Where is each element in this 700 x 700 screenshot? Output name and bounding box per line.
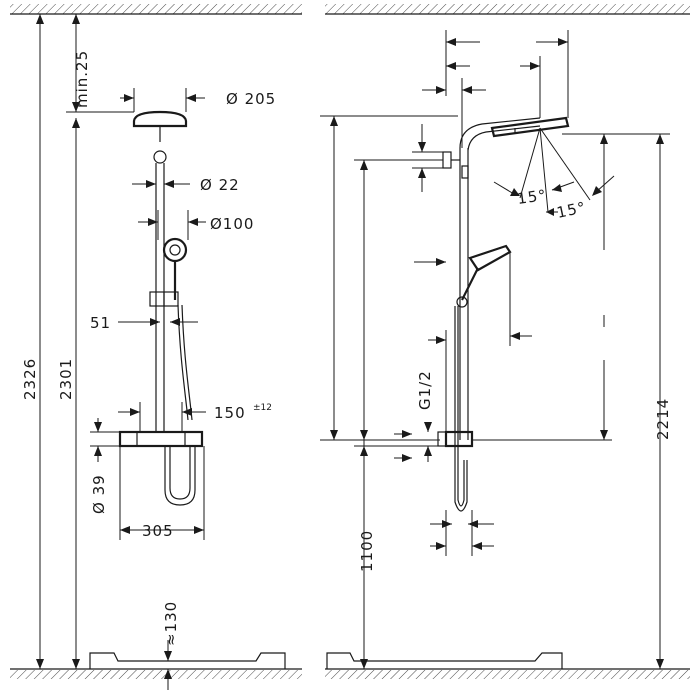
mixer-height-label: 1100 [358,530,376,572]
side-hose [457,306,465,507]
wall-bracket [442,151,452,169]
side-dimensions [320,30,670,669]
tray-gap-label: ≈130 [162,601,180,646]
pipe-diameter-label: Ø 22 [200,176,240,194]
side-overhead-head [490,116,570,138]
total-height-label: 2326 [21,358,39,400]
floor-right [325,668,690,679]
shower-tray-left [89,652,286,669]
shower-arm [459,117,541,149]
thread-label: G1/2 [416,370,434,410]
overhead-shower-head [132,110,188,128]
head-diameter-label: Ø 205 [226,90,276,108]
side-view [437,116,591,512]
tilt-angle-1-label: 15° [516,186,548,208]
handshower-diameter-label: Ø100 [210,215,254,233]
thermostat-mixer [118,430,204,448]
tilt-angle-2-label: 15° [555,198,588,222]
head-height-label: 2301 [57,358,75,400]
spacing-tolerance-label: ±12 [253,403,272,413]
floor-left [10,668,302,679]
spacing-label: 150 [214,404,246,422]
side-head-height-label: 2214 [654,398,672,440]
front-view [118,110,204,506]
hand-shower [162,237,188,263]
mixer-width-label: 305 [142,522,174,540]
side-hand-shower [468,244,512,272]
shower-tray-right [326,652,563,669]
swivel-joint [153,150,167,164]
holder-offset-label: 51 [90,314,111,332]
min-distance-label: min.25 [73,50,91,108]
front-dimensions [36,14,206,690]
ceiling-right [325,4,690,15]
connection-diameter-label: Ø 39 [90,474,108,514]
ceiling-left [10,4,302,15]
